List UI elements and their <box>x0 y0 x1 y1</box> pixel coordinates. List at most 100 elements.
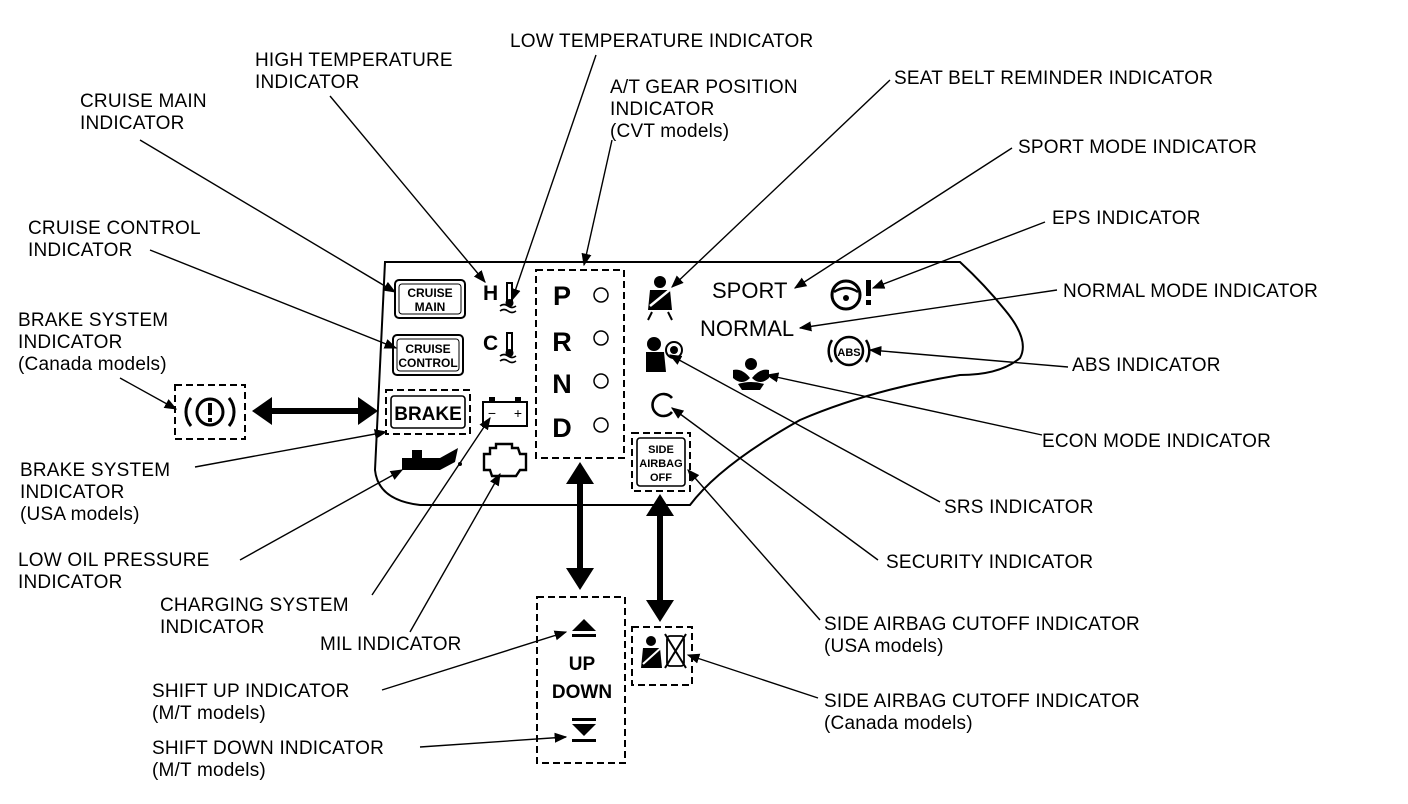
callout-brake-canada-line3: (Canada models) <box>18 354 167 375</box>
callout-eps-text: EPS INDICATOR <box>1052 208 1201 229</box>
svg-text:C: C <box>483 332 498 355</box>
shift-up-icon <box>572 619 596 631</box>
callout-brake-canada-line2: INDICATOR <box>18 332 123 353</box>
svg-text:OFF: OFF <box>650 472 672 484</box>
callout-seat-belt-text: SEAT BELT REMINDER INDICATOR <box>894 68 1214 89</box>
callout-cruise-control-line2: INDICATOR <box>28 240 133 261</box>
callout-econ-text: ECON MODE INDICATOR <box>1042 431 1271 452</box>
callout-side-airbag-canada: SIDE AIRBAG CUTOFF INDICATOR (Canada mod… <box>824 691 1140 735</box>
callout-cruise-control: CRUISE CONTROL INDICATOR <box>28 218 201 262</box>
svg-text:UP: UP <box>569 654 596 675</box>
svg-text:CRUISE: CRUISE <box>405 342 450 356</box>
side-airbag-off-icon: SIDE AIRBAG OFF <box>631 432 691 492</box>
abs-icon: ABS <box>827 335 871 367</box>
callout-security-text: SECURITY INDICATOR <box>886 552 1094 573</box>
low-temp-icon: C <box>483 332 517 364</box>
svg-text:+: + <box>514 405 522 421</box>
callout-gear-position-line3: (CVT models) <box>610 121 730 142</box>
side-airbag-double-arrow <box>646 494 674 622</box>
panel-outline <box>373 261 1024 506</box>
steering-eps-icon <box>830 279 871 311</box>
callout-shift-up: SHIFT UP INDICATOR (M/T models) <box>152 681 350 725</box>
svg-text:H: H <box>483 282 498 305</box>
callout-side-airbag-canada-line2: (Canada models) <box>824 713 973 734</box>
callout-gear-position: A/T GEAR POSITION INDICATOR (CVT models) <box>610 77 798 143</box>
side-airbag-cutoff-canada-icon <box>631 626 693 686</box>
svg-text:R: R <box>552 327 572 357</box>
seat-belt-icon <box>647 276 673 321</box>
callout-brake-canada: BRAKE SYSTEM INDICATOR (Canada models) <box>18 310 168 376</box>
callout-shift-down-line2: (M/T models) <box>152 760 266 781</box>
callout-side-airbag-usa-line1: SIDE AIRBAG CUTOFF INDICATOR <box>824 614 1140 635</box>
econ-leaf-icon <box>733 358 769 390</box>
shift-down-icon <box>572 724 596 736</box>
callout-cruise-main: CRUISE MAIN INDICATOR <box>80 91 207 135</box>
callout-charging: CHARGING SYSTEM INDICATOR <box>160 595 349 639</box>
callout-srs-text: SRS INDICATOR <box>944 497 1094 518</box>
brake-icon: BRAKE <box>385 389 471 435</box>
callout-side-airbag-canada-line1: SIDE AIRBAG CUTOFF INDICATOR <box>824 691 1140 712</box>
callout-high-temp-line1: HIGH TEMPERATURE <box>255 50 453 71</box>
svg-text:SIDE: SIDE <box>648 444 674 456</box>
callout-cruise-control-line1: CRUISE CONTROL <box>28 218 201 239</box>
callout-side-airbag-usa: SIDE AIRBAG CUTOFF INDICATOR (USA models… <box>824 614 1140 658</box>
callout-brake-usa-line1: BRAKE SYSTEM <box>20 460 171 481</box>
leader-lines <box>119 54 1069 748</box>
callout-mil-text: MIL INDICATOR <box>320 634 462 655</box>
svg-text:CRUISE: CRUISE <box>407 286 452 300</box>
callout-charging-line1: CHARGING SYSTEM <box>160 595 349 616</box>
svg-text:MAIN: MAIN <box>415 300 446 314</box>
sport-label: SPORT <box>712 278 787 303</box>
high-temp-icon: H <box>483 282 517 314</box>
callout-srs: SRS INDICATOR <box>944 497 1094 519</box>
callout-low-temp: LOW TEMPERATURE INDICATOR <box>510 31 813 53</box>
callout-seat-belt: SEAT BELT REMINDER INDICATOR <box>894 68 1213 90</box>
callout-gear-position-line2: INDICATOR <box>610 99 715 120</box>
shift-box: UP DOWN <box>536 596 626 764</box>
callout-eps: EPS INDICATOR <box>1052 208 1201 230</box>
callout-brake-usa-line2: INDICATOR <box>20 482 125 503</box>
svg-text:P: P <box>553 281 571 311</box>
svg-text:D: D <box>552 413 572 443</box>
svg-text:−: − <box>488 405 496 421</box>
brake-canada-icon <box>174 384 246 440</box>
callout-shift-down: SHIFT DOWN INDICATOR (M/T models) <box>152 738 384 782</box>
callout-high-temp: HIGH TEMPERATURE INDICATOR <box>255 50 453 94</box>
callout-shift-up-line1: SHIFT UP INDICATOR <box>152 681 350 702</box>
callout-abs: ABS INDICATOR <box>1072 355 1221 377</box>
callout-low-temp-text: LOW TEMPERATURE INDICATOR <box>510 31 814 52</box>
callout-low-oil-line1: LOW OIL PRESSURE <box>18 550 210 571</box>
svg-text:ABS: ABS <box>837 347 860 359</box>
callout-brake-usa: BRAKE SYSTEM INDICATOR (USA models) <box>20 460 170 526</box>
security-icon <box>651 392 674 418</box>
callout-brake-canada-line1: BRAKE SYSTEM <box>18 310 169 331</box>
svg-text:DOWN: DOWN <box>552 682 612 703</box>
callout-gear-position-line1: A/T GEAR POSITION <box>610 77 798 98</box>
callout-shift-down-line1: SHIFT DOWN INDICATOR <box>152 738 384 759</box>
engine-icon <box>482 442 528 478</box>
normal-label: NORMAL <box>700 316 794 341</box>
callout-sport-mode-text: SPORT MODE INDICATOR <box>1018 137 1258 158</box>
callout-cruise-main-line2: INDICATOR <box>80 113 185 134</box>
brake-double-arrow <box>252 397 378 425</box>
callout-shift-up-line2: (M/T models) <box>152 703 266 724</box>
battery-icon: − + <box>482 397 528 427</box>
callout-mil: MIL INDICATOR <box>320 634 462 656</box>
srs-icon <box>646 337 683 372</box>
svg-text:N: N <box>552 369 572 399</box>
callout-econ: ECON MODE INDICATOR <box>1042 431 1271 453</box>
svg-text:BRAKE: BRAKE <box>394 404 462 425</box>
callout-brake-usa-line3: (USA models) <box>20 504 140 525</box>
callout-cruise-main-line1: CRUISE MAIN <box>80 91 207 112</box>
gear-shift-double-arrow <box>566 462 594 590</box>
cruise-main-icon: CRUISE MAIN <box>394 279 466 319</box>
gear-position-box: P R N D <box>535 269 625 459</box>
callout-normal-mode-text: NORMAL MODE INDICATOR <box>1063 281 1319 302</box>
callout-normal-mode: NORMAL MODE INDICATOR <box>1063 281 1318 303</box>
callout-sport-mode: SPORT MODE INDICATOR <box>1018 137 1257 159</box>
svg-text:AIRBAG: AIRBAG <box>639 458 682 470</box>
cruise-control-icon: CRUISE CONTROL <box>392 334 464 376</box>
callout-high-temp-line2: INDICATOR <box>255 72 360 93</box>
